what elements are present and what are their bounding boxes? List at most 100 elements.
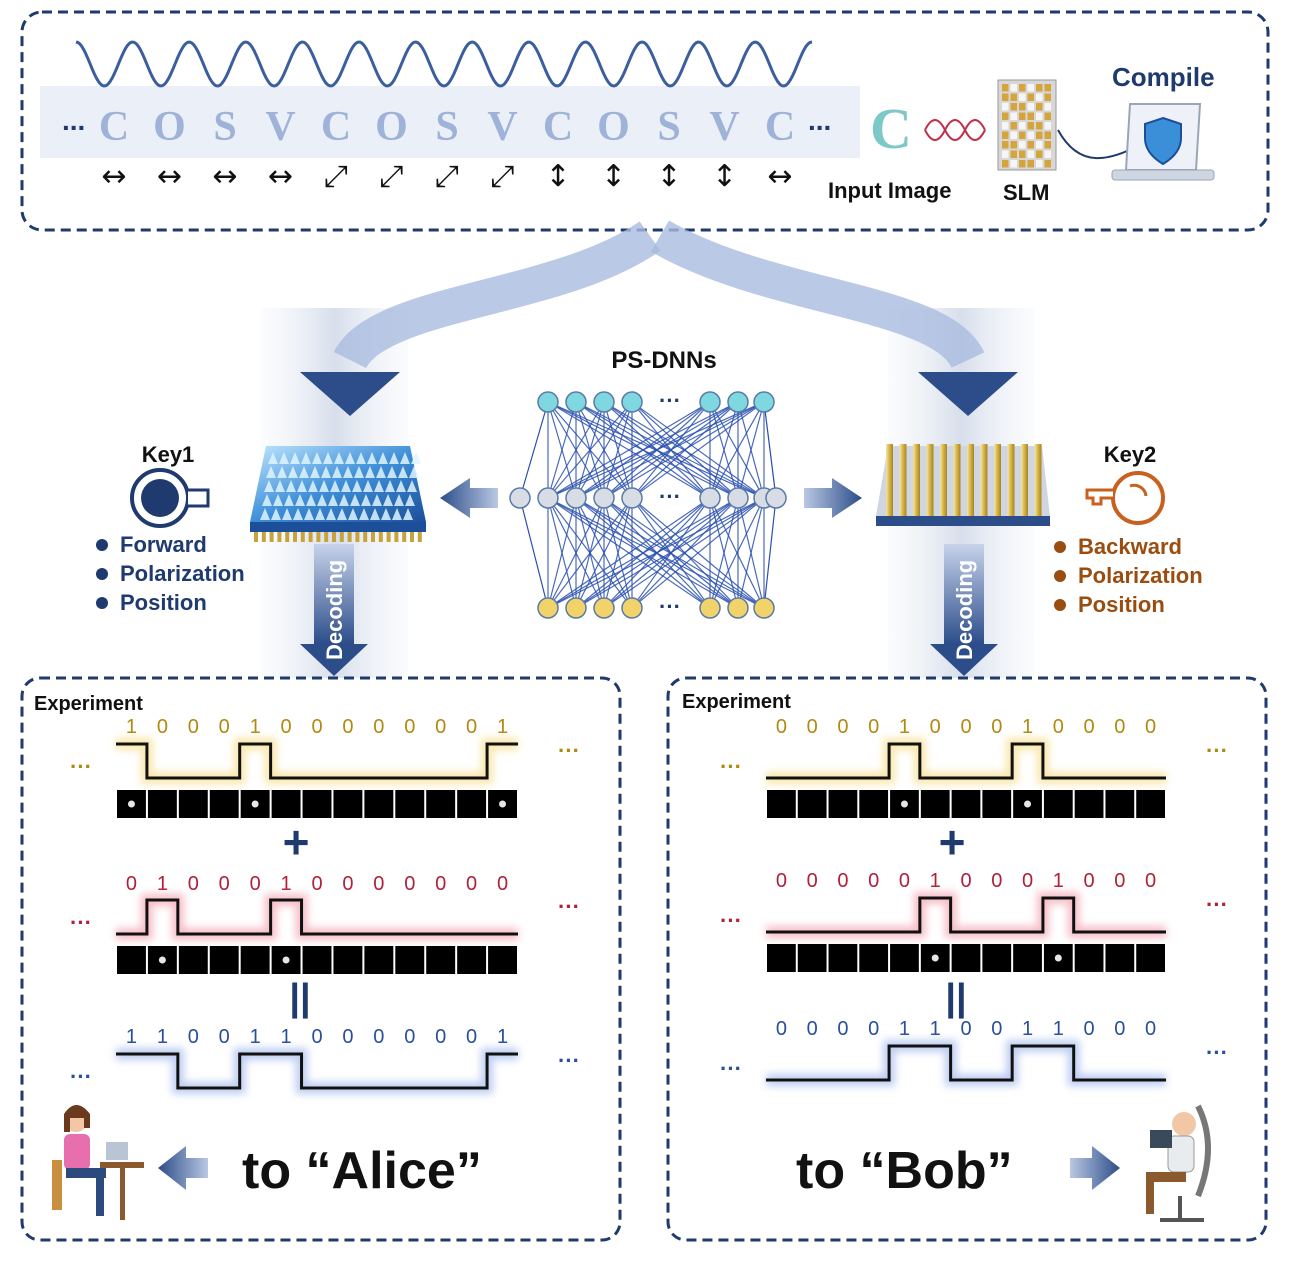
camera-frame <box>828 790 858 818</box>
cosv-letter: V <box>265 104 295 150</box>
alice-arrow <box>158 1146 208 1190</box>
left-experiment-panel <box>20 676 622 1242</box>
bit-label: 0 <box>1114 716 1125 738</box>
left-curved-arrowhead <box>300 372 400 416</box>
input-image-label: Input Image <box>828 178 951 203</box>
right-equals-sign: || <box>945 977 966 1019</box>
bit-label: 0 <box>342 716 353 738</box>
network-node <box>537 391 559 413</box>
bit-label: 0 <box>807 1018 818 1040</box>
signal-trace <box>116 742 518 780</box>
alice-label: to “Alice” <box>242 1142 482 1200</box>
bit-label: 0 <box>837 716 848 738</box>
camera-frame <box>209 946 239 974</box>
left-equals-sign: || <box>289 977 310 1019</box>
bit-label: 1 <box>497 1026 508 1048</box>
right-curved-arrowhead <box>918 372 1018 416</box>
signal-ellipsis: ··· <box>558 738 580 763</box>
bit-label: 1 <box>250 716 261 738</box>
camera-frame <box>302 946 332 974</box>
camera-frame <box>333 790 363 818</box>
bit-label: 0 <box>960 870 971 892</box>
bit-label: 0 <box>373 1026 384 1048</box>
top-ellipsis-right: ... <box>808 105 831 136</box>
camera-frame <box>920 790 950 818</box>
signal-ellipsis: ··· <box>720 754 742 779</box>
signal-ellipsis: ··· <box>720 908 742 933</box>
camera-frame <box>395 946 425 974</box>
bit-label: 0 <box>466 716 477 738</box>
cosv-letter: O <box>375 104 408 150</box>
bit-label: 0 <box>837 1018 848 1040</box>
bit-label: 0 <box>930 716 941 738</box>
bit-label: 0 <box>807 870 818 892</box>
network-node <box>565 597 587 619</box>
camera-frame <box>364 946 394 974</box>
bit-label: 0 <box>435 716 446 738</box>
bit-label: 0 <box>281 716 292 738</box>
right-panel-title: Experiment <box>682 691 791 713</box>
bit-label: 0 <box>157 716 168 738</box>
cosv-letter: V <box>709 104 739 150</box>
bit-label: 0 <box>219 716 230 738</box>
bit-label: 0 <box>188 873 199 895</box>
network-node <box>565 391 587 413</box>
bit-label: 1 <box>930 1018 941 1040</box>
polarization-arrow: ↕ <box>656 159 681 194</box>
key1-title: Key1 <box>142 442 195 467</box>
polarization-arrow: ⤢ <box>380 159 404 194</box>
camera-frame <box>457 946 487 974</box>
signal-ellipsis: ··· <box>70 1064 92 1089</box>
left-horizontal-arrow <box>440 478 498 518</box>
bit-label: 0 <box>311 1026 322 1048</box>
bit-label: 0 <box>311 716 322 738</box>
right-decoding-arrow <box>930 544 998 676</box>
key2-item: Backward <box>1078 534 1182 559</box>
signal-glow <box>116 894 518 940</box>
bit-label: 0 <box>1145 1018 1156 1040</box>
polarization-arrow: ⤢ <box>491 159 515 194</box>
bit-label: 1 <box>1053 870 1064 892</box>
bit-label: 0 <box>1145 716 1156 738</box>
bit-label: 1 <box>250 1026 261 1048</box>
polarization-arrow: ⤢ <box>324 159 348 194</box>
camera-frame <box>457 790 487 818</box>
bit-label: 0 <box>868 1018 879 1040</box>
signal-glow <box>766 1040 1166 1086</box>
input-image-icon: C <box>870 96 912 161</box>
camera-frame <box>302 790 332 818</box>
network-node <box>727 391 749 413</box>
bit-label: 0 <box>1084 870 1095 892</box>
cosv-letter: S <box>213 104 236 150</box>
signal-glow <box>116 1048 518 1094</box>
compile-label: Compile <box>1112 62 1215 92</box>
signal-glow <box>766 892 1166 938</box>
bit-label: 0 <box>497 873 508 895</box>
network-node <box>509 487 531 509</box>
camera-frame <box>828 944 858 972</box>
bit-label: 0 <box>219 1026 230 1048</box>
slm-icon <box>997 79 1057 171</box>
cosv-letter: V <box>487 104 517 150</box>
bit-label: 0 <box>991 716 1002 738</box>
cosv-letter: C <box>99 104 129 150</box>
key2-title: Key2 <box>1104 442 1157 467</box>
left-plus-sign: + <box>283 816 310 868</box>
bit-label: 0 <box>250 873 261 895</box>
signal-ellipsis: ··· <box>70 910 92 935</box>
bit-label: 1 <box>497 716 508 738</box>
bit-label: 0 <box>991 870 1002 892</box>
bit-label: 1 <box>1022 1018 1033 1040</box>
cosv-letter: S <box>657 104 680 150</box>
bit-label: 0 <box>1022 870 1033 892</box>
camera-frame <box>1074 790 1104 818</box>
camera-frame <box>951 944 981 972</box>
signal-trace <box>766 742 1166 780</box>
bullet-icon <box>1054 541 1066 553</box>
bit-label: 0 <box>188 1026 199 1048</box>
light-wave <box>75 40 813 88</box>
polarization-arrow: ↔ <box>212 159 237 194</box>
